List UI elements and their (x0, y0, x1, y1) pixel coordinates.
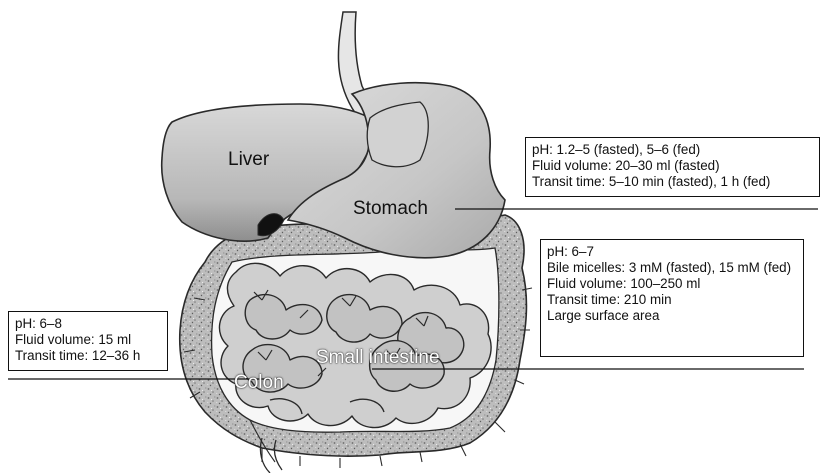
stomach-label: Stomach (353, 199, 428, 218)
stomach-fluid-volume: Fluid volume: 20–30 ml (fasted) (532, 158, 813, 174)
colon-label: Colon (234, 373, 284, 392)
colon-info-box: pH: 6–8 Fluid volume: 15 ml Transit time… (8, 311, 168, 371)
small-intestine-info-box: pH: 6–7 Bile micelles: 3 mM (fasted), 15… (540, 239, 804, 357)
small-intestine-bile-micelles: Bile micelles: 3 mM (fasted), 15 mM (fed… (547, 260, 797, 276)
liver-label: Liver (228, 150, 269, 169)
stomach-info-box: pH: 1.2–5 (fasted), 5–6 (fed) Fluid volu… (525, 137, 820, 197)
small-intestine-surface-area: Large surface area (547, 308, 797, 324)
stomach-transit-time: Transit time: 5–10 min (fasted), 1 h (fe… (532, 174, 813, 190)
colon-ph: pH: 6–8 (15, 316, 161, 332)
stomach-ph: pH: 1.2–5 (fasted), 5–6 (fed) (532, 142, 813, 158)
small-intestine-fluid-volume: Fluid volume: 100–250 ml (547, 276, 797, 292)
colon-transit-time: Transit time: 12–36 h (15, 348, 161, 364)
colon-fluid-volume: Fluid volume: 15 ml (15, 332, 161, 348)
small-intestine-ph: pH: 6–7 (547, 244, 797, 260)
small-intestine-label: Small intestine (316, 348, 440, 367)
small-intestine-transit-time: Transit time: 210 min (547, 292, 797, 308)
